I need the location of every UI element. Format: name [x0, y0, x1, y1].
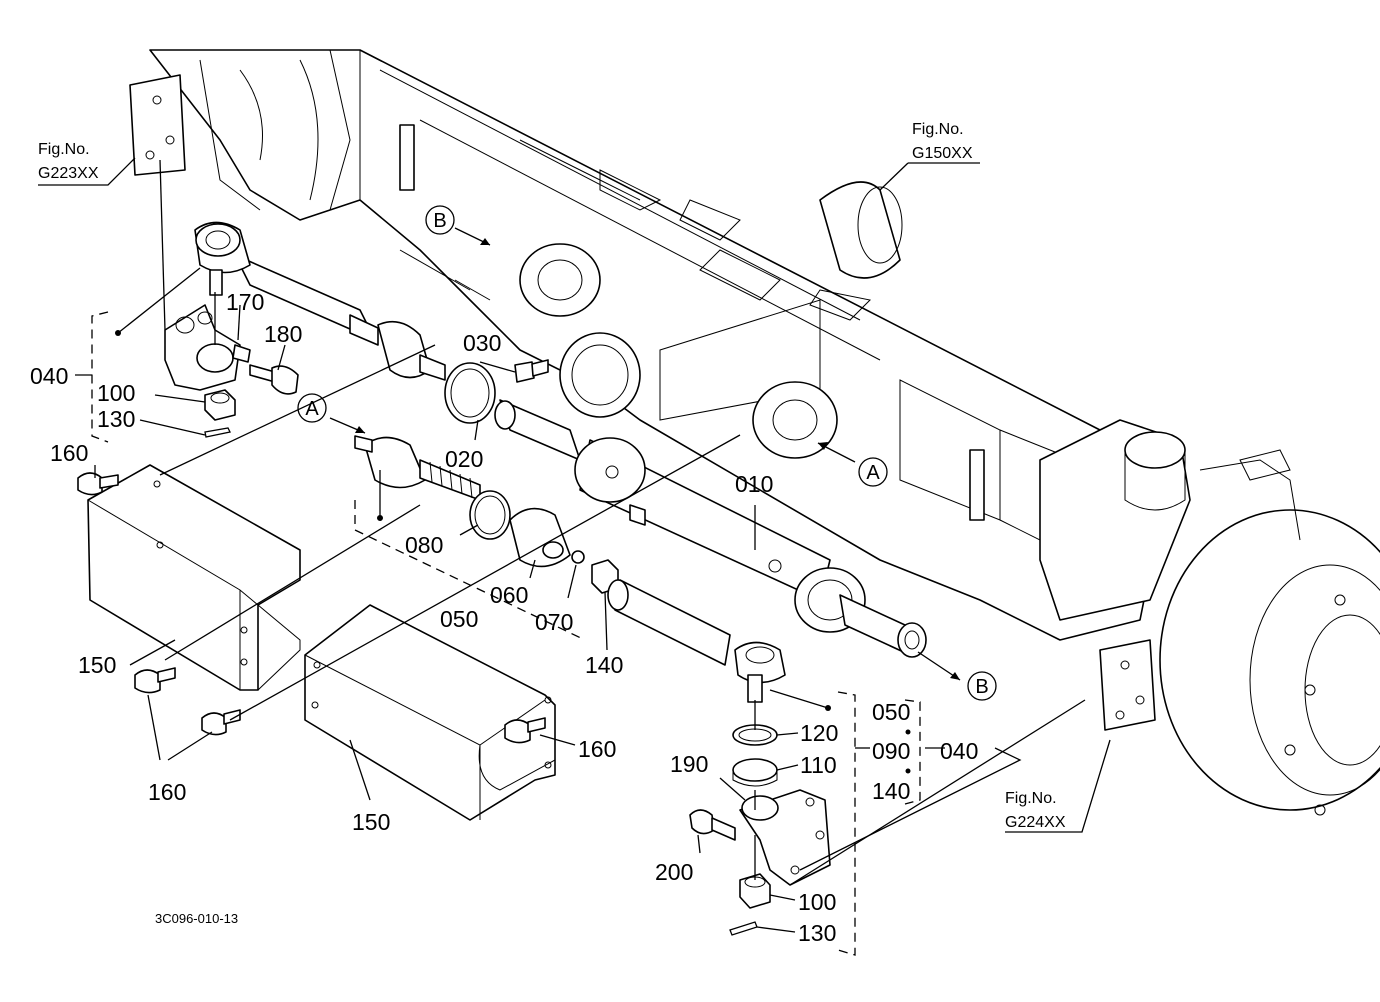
tie-rod-end-right — [607, 579, 786, 703]
fig-ref-g150xx-title: Fig.No. — [912, 121, 964, 138]
marker-a-right — [858, 457, 888, 487]
label-020: 020 — [445, 446, 483, 472]
label-150-left: 150 — [78, 652, 116, 678]
label-150-right: 150 — [352, 809, 390, 835]
label-060: 060 — [490, 582, 528, 608]
fig-ref-g223xx-code: G223XX — [38, 165, 99, 182]
label-160-right: 160 — [578, 736, 616, 762]
label-010: 010 — [735, 471, 773, 497]
marker-b-bottom — [967, 671, 997, 701]
label-090-group: 090 — [872, 738, 910, 764]
label-130-left: 130 — [97, 406, 135, 432]
label-160-bottom: 160 — [148, 779, 186, 805]
label-170: 170 — [226, 289, 264, 315]
bolt-180 — [249, 364, 299, 395]
cover-150-right — [304, 604, 556, 821]
center-lines — [159, 159, 1086, 886]
group-brackets — [91, 311, 921, 956]
ring-020 — [444, 362, 496, 424]
label-190: 190 — [670, 751, 708, 777]
leader-lines — [38, 157, 1111, 933]
bolt-200 — [689, 809, 736, 841]
label-040-left: 040 — [30, 363, 68, 389]
o-ring-080 — [469, 490, 511, 540]
clip-070 — [571, 550, 585, 564]
label-070: 070 — [535, 609, 573, 635]
ring-120 — [732, 724, 778, 746]
axle-housing — [129, 49, 1380, 816]
label-110: 110 — [800, 752, 837, 778]
fig-ref-g223xx: Fig.No. G223XX — [38, 141, 99, 182]
bolt-160-top — [77, 472, 119, 496]
marker-b-top — [425, 205, 455, 235]
marker-b-bottom-text: B — [975, 676, 988, 698]
label-050: 050 — [440, 606, 478, 632]
label-040-right: 040 — [940, 738, 978, 764]
marker-a-left-text: A — [305, 398, 319, 420]
bolt-160-left-mid — [134, 667, 176, 694]
knuckle-arm-left — [164, 304, 251, 391]
part-labels: 170 180 040 100 130 160 030 020 010 080 … — [30, 289, 978, 946]
fig-ref-g150xx-code: G150XX — [912, 145, 973, 162]
marker-a-right-text: A — [866, 462, 880, 484]
cotter-pin-130-right — [729, 921, 758, 936]
label-130-right: 130 — [798, 920, 836, 946]
label-180: 180 — [264, 321, 302, 347]
drawing-code: 3C096-010-13 — [155, 911, 238, 926]
view-letter-markers: B A A B — [297, 205, 997, 701]
upper-tie-rod-assembly — [194, 221, 446, 381]
fig-ref-g224xx-code: G224XX — [1005, 814, 1066, 831]
fig-ref-g150xx: Fig.No. G150XX — [912, 121, 973, 162]
label-200: 200 — [655, 859, 693, 885]
bolt-160-left-low — [201, 709, 241, 736]
label-140: 140 — [585, 652, 623, 678]
fig-ref-g224xx: Fig.No. G224XX — [1005, 790, 1066, 831]
label-120: 120 — [800, 720, 838, 746]
label-140-group: 140 — [872, 778, 910, 804]
fig-ref-g223xx-title: Fig.No. — [38, 141, 90, 158]
knuckle-arm-right — [739, 789, 831, 886]
marker-a-left — [297, 393, 327, 423]
fig-ref-g224xx-title: Fig.No. — [1005, 790, 1057, 807]
label-160-top: 160 — [50, 440, 88, 466]
steering-cylinder-010 — [494, 399, 927, 658]
label-030: 030 — [463, 330, 501, 356]
cover-150-left — [87, 464, 301, 691]
label-100-right: 100 — [798, 889, 836, 915]
seal-110 — [732, 758, 778, 787]
boot-060 — [509, 507, 571, 568]
bolt-030 — [514, 359, 549, 383]
label-050-group: 050 — [872, 699, 910, 725]
view-arrows — [329, 227, 961, 681]
nut-100-right — [739, 873, 771, 909]
label-080: 080 — [405, 532, 443, 558]
label-100-left: 100 — [97, 380, 135, 406]
cotter-pin-130-left — [204, 427, 231, 438]
bolt-160-right — [504, 717, 546, 744]
marker-b-top-text: B — [433, 210, 446, 232]
nut-100-left — [204, 389, 236, 421]
